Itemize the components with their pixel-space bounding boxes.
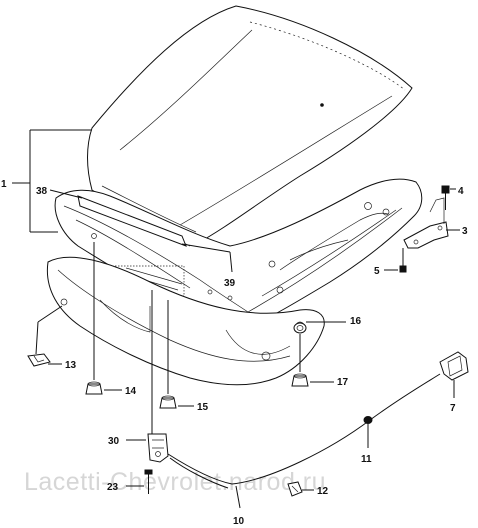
latch-bolt-23 <box>144 469 153 494</box>
bumper-15 <box>159 395 177 409</box>
grommet-16 <box>293 322 307 334</box>
callout-39: 39 <box>224 278 236 289</box>
callout-30: 30 <box>108 436 120 447</box>
callout-3: 3 <box>462 226 468 237</box>
bumper-14 <box>85 381 103 395</box>
bumper-17 <box>291 373 309 387</box>
leader-10 <box>235 485 241 509</box>
callout-13: 13 <box>65 360 77 371</box>
callout-1: 1 <box>1 179 7 190</box>
leader-38 <box>49 189 83 199</box>
callout-14: 14 <box>125 386 137 397</box>
callout-23: 23 <box>107 482 119 493</box>
leader-39-v <box>229 251 233 273</box>
hood-latch-30 <box>147 433 169 463</box>
leader-39-h <box>181 243 231 253</box>
leader-13-up <box>35 321 39 355</box>
hood-hinge <box>403 197 449 249</box>
cable-grommet-11 <box>363 416 373 424</box>
callout-15: 15 <box>197 402 209 413</box>
release-cable <box>167 373 441 489</box>
callout-38: 38 <box>36 186 48 197</box>
callout-11: 11 <box>361 454 372 465</box>
callout-4: 4 <box>458 186 464 197</box>
leader-13-to-pad <box>37 305 63 323</box>
callout-17: 17 <box>337 377 349 388</box>
hinge-bolt-top <box>441 185 450 210</box>
callout-10: 10 <box>233 516 245 527</box>
callout-bracket-1 <box>12 129 92 233</box>
callout-7: 7 <box>450 403 456 414</box>
watermark-text: Lacetti-Chevrolet.narod.ru <box>24 468 326 496</box>
callout-16: 16 <box>350 316 362 327</box>
release-handle-7 <box>439 351 469 381</box>
callout-12: 12 <box>317 486 329 497</box>
callout-5: 5 <box>374 266 380 277</box>
hood-insulation-pad <box>46 256 325 386</box>
cable-clip-12 <box>287 481 303 497</box>
hinge-bolt-bottom <box>399 248 407 273</box>
clip-13 <box>27 353 51 367</box>
